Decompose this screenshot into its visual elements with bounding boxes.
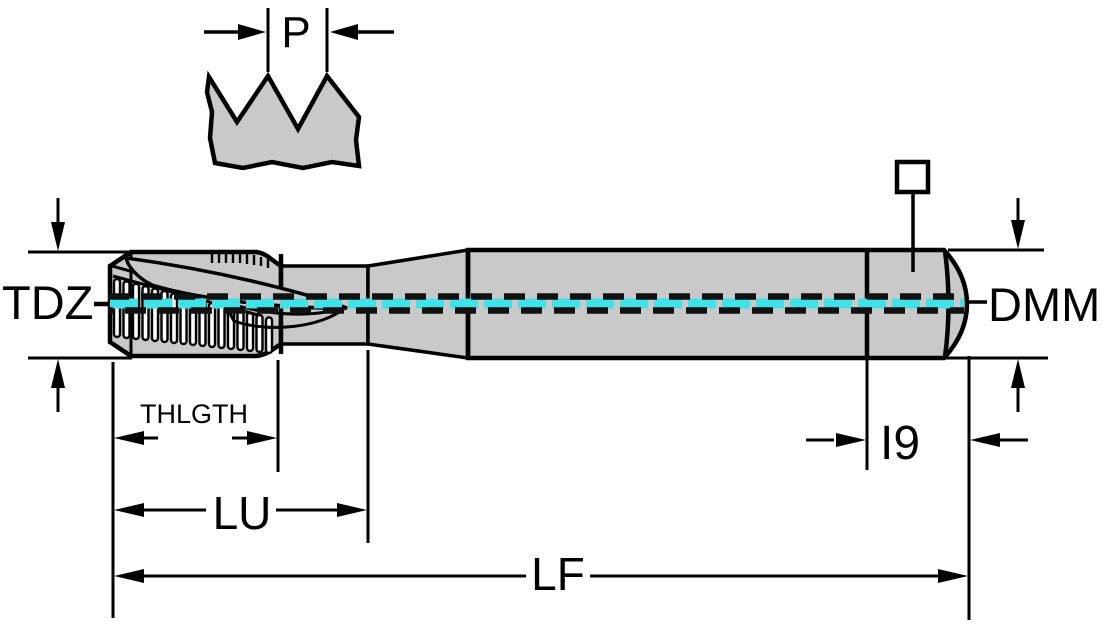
label-thread-length: THLGTH	[140, 399, 248, 429]
label-usable-length: LU	[213, 487, 272, 539]
thread-ticks	[210, 253, 270, 268]
dimension-dmm: DMM	[922, 198, 1100, 412]
flute-void	[228, 302, 347, 329]
dimension-lf: LF	[114, 548, 968, 600]
dimension-lu: LU	[114, 487, 367, 539]
label-square-length: I9	[880, 417, 920, 470]
pitch-extension-lines	[266, 8, 329, 72]
square-drive-symbol	[894, 159, 931, 195]
extension-lines	[111, 350, 971, 620]
thread-profile-fragment	[204, 70, 362, 171]
label-pitch: P	[281, 8, 310, 57]
shank-section	[465, 247, 970, 361]
label-overall-length: LF	[531, 548, 585, 600]
tap-body	[107, 192, 970, 361]
dimension-i9: I9	[806, 417, 1028, 470]
coolant-centerline	[108, 293, 964, 314]
thread-profile-detail: P	[204, 8, 394, 171]
dimension-p-arrows	[204, 24, 394, 40]
dimension-thlgth: THLGTH	[114, 399, 277, 445]
label-thread-diameter: TDZ	[2, 276, 93, 329]
dimension-tdz: TDZ	[2, 198, 132, 412]
label-shank-diameter: DMM	[988, 278, 1100, 331]
